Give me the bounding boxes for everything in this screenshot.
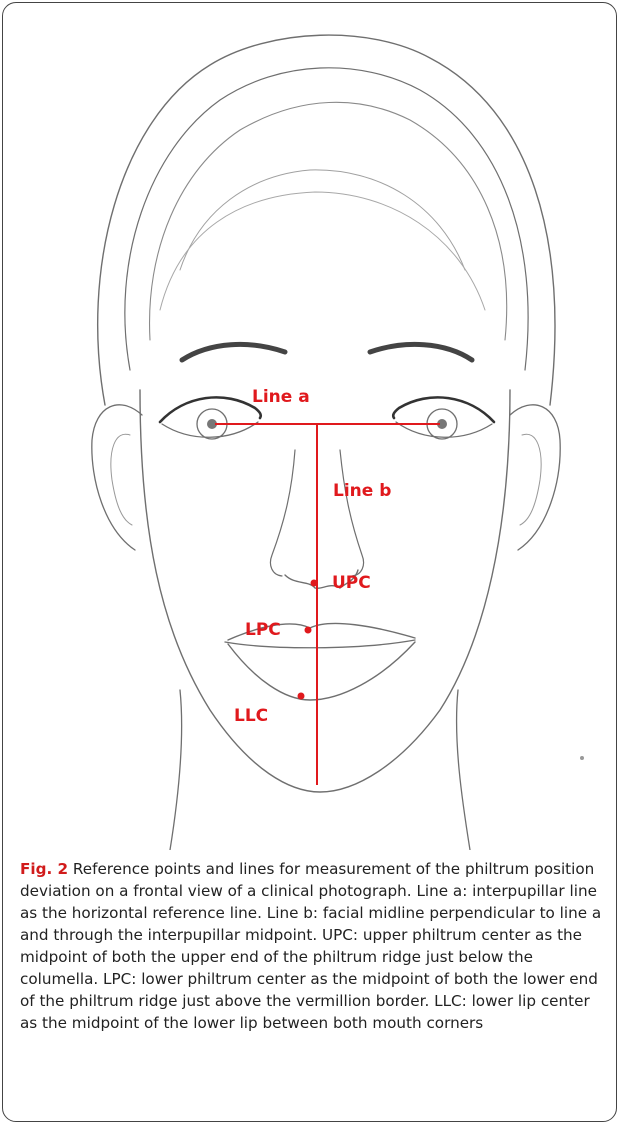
upc-label: UPC xyxy=(332,573,371,593)
llc-label: LLC xyxy=(234,706,268,726)
line-a-label: Line a xyxy=(252,387,310,407)
left-eyebrow xyxy=(182,344,285,360)
llc-point xyxy=(298,693,305,700)
nose-right xyxy=(340,450,364,576)
upc-point xyxy=(311,580,318,587)
caption-text: Reference points and lines for measureme… xyxy=(20,860,601,1032)
right-ear xyxy=(510,405,560,550)
face-sketch-figure: Line a Line b UPC LPC LLC xyxy=(10,10,614,850)
lip-line xyxy=(225,640,415,648)
lpc-label: LPC xyxy=(245,620,281,640)
right-eyebrow xyxy=(370,344,472,360)
nose-left xyxy=(270,450,295,576)
face-outline xyxy=(140,390,510,792)
lower-lip xyxy=(228,642,415,700)
figure-caption: Fig. 2 Reference points and lines for me… xyxy=(20,858,606,1034)
paper-speck xyxy=(580,756,584,760)
hair-outline xyxy=(98,35,555,405)
hair-inner-3 xyxy=(180,170,465,270)
left-ear-inner xyxy=(111,434,132,525)
left-ear xyxy=(92,405,142,550)
right-ear-inner xyxy=(520,434,541,525)
line-b-label: Line b xyxy=(333,481,391,501)
hair-inner-4 xyxy=(160,192,485,310)
neck-left xyxy=(170,690,182,850)
hair-inner-2 xyxy=(150,102,507,340)
neck-right xyxy=(457,690,470,850)
hair-inner-1 xyxy=(125,68,528,370)
figure-number: Fig. 2 xyxy=(20,860,68,878)
lpc-point xyxy=(305,627,312,634)
